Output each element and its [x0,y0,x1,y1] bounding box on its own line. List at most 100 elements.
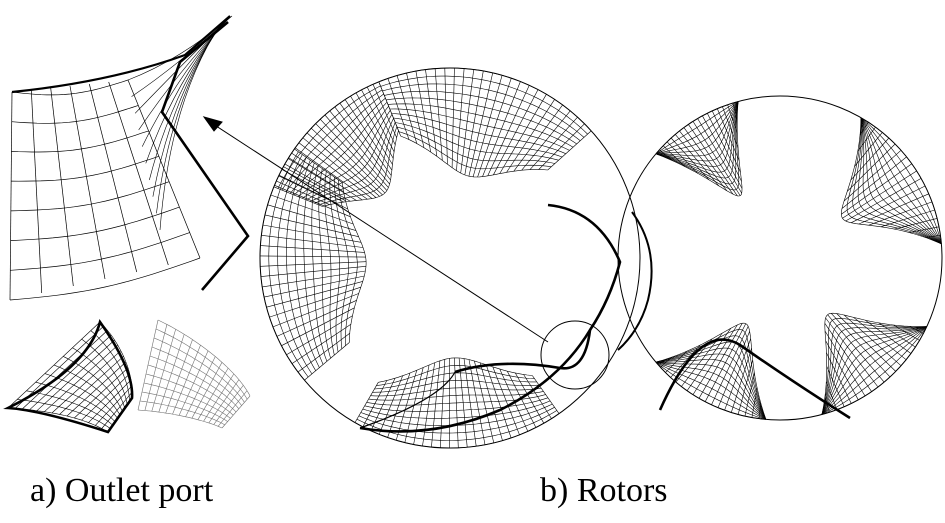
mesh-line [722,106,739,148]
mesh-line [9,91,13,301]
mesh-line [683,127,734,195]
mesh-line [270,194,354,225]
mesh-line [474,360,495,443]
mesh-line [744,373,755,417]
mesh-line [845,178,922,222]
mesh-line [149,20,226,181]
zoom-annotation [202,116,610,390]
mesh-line [178,350,209,416]
caption-outlet-port: a) Outlet port [30,472,214,509]
mesh-line [841,156,907,209]
mesh-line [529,116,578,170]
mesh-line [681,332,723,387]
mesh-line [440,359,446,448]
mesh-line [7,321,101,409]
mesh-line [269,286,361,318]
mesh-line [329,110,390,185]
mesh-line [372,84,397,138]
mesh-line [925,235,941,238]
mesh-line [824,323,872,392]
mesh-line [281,307,355,346]
mesh-line [532,375,560,414]
mesh-line [499,368,529,432]
mesh-line [9,257,201,301]
mesh-line [101,391,133,429]
mesh-line [259,255,366,258]
mesh-line [836,313,896,372]
mesh-line [868,201,933,226]
mesh-line [21,330,108,410]
mesh-line [44,344,119,412]
mesh-line [108,81,169,266]
mesh-line [149,355,240,409]
mesh-line [707,113,742,182]
mesh-line [406,73,425,148]
right-lobe-top-right [841,117,942,245]
mesh-line [451,68,455,168]
mesh-line [283,166,346,201]
mesh-line [468,72,493,177]
mesh-line [477,78,512,178]
mesh-line [260,245,365,253]
mesh-line [284,163,351,202]
mesh-line [36,339,115,411]
mesh-line [679,130,728,191]
mesh-line [826,352,852,404]
mesh-line [825,317,879,388]
mesh-line [81,373,130,421]
right-rotor-boundary [617,211,653,351]
mesh-line [506,99,555,173]
mesh-line [217,390,248,427]
patch-light-mesh [137,319,251,429]
mesh-line [751,387,758,418]
mesh-line [306,132,380,197]
mesh-line [711,326,749,405]
mesh-line [276,300,357,337]
mesh-line [670,344,701,378]
mesh-line [538,123,585,170]
mesh-line [276,180,330,205]
mesh-line [830,313,891,378]
mesh-line [291,323,352,364]
left-casing-sector-3 [259,148,367,381]
arrowhead-icon [202,116,223,132]
mesh-line [499,94,547,174]
right-casing [617,95,943,421]
mesh-line [221,395,251,429]
mesh-line [191,362,223,419]
mesh-line [458,357,468,448]
mesh-line [298,142,373,199]
caption-rotors: b) Rotors [540,472,668,509]
mesh-line [295,147,368,200]
mesh-line [272,293,359,328]
mesh-line [350,95,393,165]
mesh-line [846,143,896,192]
mesh-line [857,126,876,152]
mesh-line [185,356,216,417]
mesh-line [655,101,739,162]
mesh-line [655,101,743,197]
mesh-line [662,145,686,167]
mesh-line [366,86,396,145]
mesh-line [842,170,917,219]
right-lobe-top-left [655,101,743,197]
mesh-line [824,330,866,397]
mesh-line [165,339,193,414]
mesh-line [302,137,377,198]
mesh-line [521,110,571,171]
mesh-line [909,226,940,233]
mesh-line [492,366,520,435]
mesh-line [354,382,379,423]
mesh-line [273,186,323,207]
mesh-line [127,79,201,259]
mesh-line [826,366,845,407]
mesh-line [294,148,343,183]
mesh-line [858,193,929,225]
mesh-line [732,102,738,118]
mesh-line [138,18,229,131]
mesh-line [850,185,926,224]
female-rotor-mesh [617,95,943,421]
mesh-line [460,69,474,174]
mesh-line [395,370,418,441]
